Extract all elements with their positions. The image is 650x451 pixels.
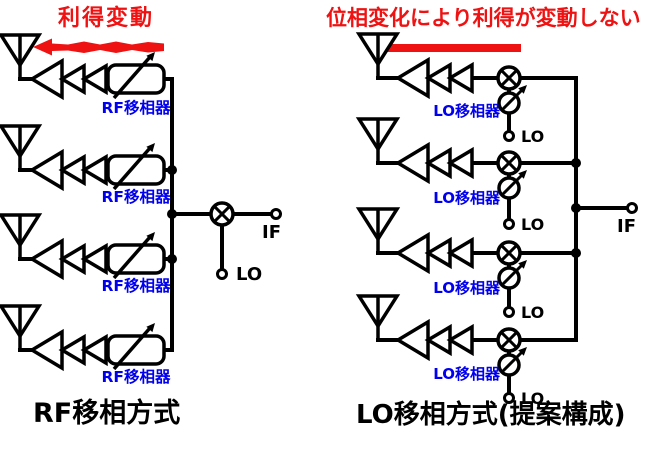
if-terminal-icon [626,202,638,214]
rf-phase-shifter-label: RF移相器 [101,99,171,117]
antenna-icon [0,213,41,261]
junction-dot [571,158,581,168]
amplifier-chain-icon [30,239,108,279]
antenna-icon [357,207,399,255]
variable-phase-shifter-box-icon [106,321,166,371]
amplifier-chain-icon [396,320,474,360]
mixer-icon [496,65,522,91]
left-panel-caption: RF移相方式 [33,398,181,429]
lo-port-label: LO [521,215,545,234]
junction-dot [571,203,581,213]
lo-port-label: LO [521,303,545,322]
amplifier-chain-icon [396,233,474,273]
if-port-label: IF [617,216,636,237]
lo-phase-shifter-label: LO移相器 [433,279,500,297]
amplifier-chain-icon [30,330,108,370]
lo-port-label: LO [521,127,545,146]
mixer-icon [496,150,522,176]
if-port-label: IF [262,222,281,243]
gain-variation-arrow-icon [33,38,164,56]
lo-port-label: LO [236,264,263,285]
amplifier-chain-icon [396,58,474,98]
lo-port-label: LO [521,389,545,408]
rf-phase-shifter-label: RF移相器 [101,277,171,295]
amplifier-chain-icon [30,150,108,190]
antenna-icon [357,117,399,165]
lo-terminal-icon [216,268,228,280]
lo-phase-shifter-label: LO移相器 [433,102,500,120]
constant-gain-arrow-icon [366,39,521,57]
lo-terminal-icon [503,218,515,230]
variable-phase-shifter-box-icon [106,230,166,280]
gain-variation-annotation: 利得変動 [58,6,155,31]
antenna-icon [0,124,41,172]
antenna-icon [357,294,399,342]
junction-dot [167,165,177,175]
amplifier-chain-icon [396,143,474,183]
if-terminal-icon [270,208,282,220]
right-panel-caption: LO移相方式(提案構成) [356,400,626,430]
lo-terminal-icon [503,130,515,142]
lo-phase-shifter-label: LO移相器 [433,189,500,207]
antenna-icon [0,304,41,352]
amplifier-chain-icon [30,59,108,99]
rf-phase-shifter-label: RF移相器 [101,188,171,206]
lo-terminal-icon [503,306,515,318]
antenna-icon [357,32,399,80]
right-panel-components [357,32,638,404]
mixer-icon [209,201,235,227]
mixer-icon [496,240,522,266]
variable-phase-shifter-box-icon [106,50,166,100]
junction-dot [571,248,581,258]
junction-dot [167,209,177,219]
junction-dot [167,254,177,264]
variable-phase-shifter-box-icon [106,141,166,191]
mixer-icon [496,327,522,353]
constant-gain-annotation: 位相変化により利得が変動しない [326,6,641,30]
lo-phase-shifter-label: LO移相器 [433,365,500,383]
rf-phase-shifter-label: RF移相器 [101,368,171,386]
antenna-icon [0,33,41,81]
